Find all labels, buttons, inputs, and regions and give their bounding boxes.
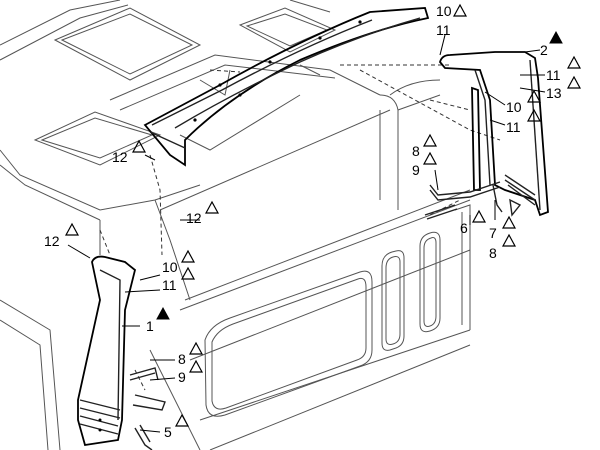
- open-triangle-icon: [131, 139, 147, 153]
- callout-7: 7: [489, 225, 497, 241]
- cab-body-outline: [0, 0, 471, 450]
- callout-10-left: 10: [162, 259, 178, 275]
- callout-9-mid: 9: [412, 162, 420, 178]
- callout-9-low: 9: [178, 369, 186, 385]
- open-triangle-icon: [471, 209, 487, 223]
- callout-12-b: 12: [186, 210, 202, 226]
- callout-11-left: 11: [162, 277, 177, 293]
- callout-8-right: 8: [489, 245, 497, 261]
- open-triangle-icon: [422, 133, 438, 147]
- open-triangle-icon: [422, 151, 438, 165]
- filled-triangle-icon: [156, 306, 170, 320]
- open-triangle-icon: [526, 108, 542, 122]
- open-triangle-icon: [180, 266, 196, 280]
- callout-11-right: 11: [546, 67, 561, 83]
- open-triangle-icon: [526, 89, 542, 103]
- assembly-guide-lines: [99, 64, 501, 391]
- open-triangle-icon: [566, 75, 582, 89]
- callout-labels: 10 11 2 11 13 10 11 12 8 9 12 6 7 8 12 1…: [44, 3, 582, 440]
- callout-11-top: 11: [436, 22, 451, 38]
- callout-10-right: 10: [506, 99, 522, 115]
- callout-11-right2: 11: [506, 119, 521, 135]
- bracket-parts: [129, 181, 522, 450]
- open-triangle-icon: [452, 3, 468, 17]
- open-triangle-icon: [180, 249, 196, 263]
- open-triangle-icon: [64, 222, 80, 236]
- callout-6: 6: [460, 220, 468, 236]
- callout-8-low: 8: [178, 351, 186, 367]
- callout-13: 13: [546, 85, 562, 101]
- callout-8-mid: 8: [412, 143, 420, 159]
- right-side-deflector-part: [439, 51, 549, 217]
- callout-12-c: 12: [44, 233, 60, 249]
- open-triangle-icon: [204, 200, 220, 214]
- leader-lines: [67, 34, 546, 433]
- left-side-deflector-part: [77, 255, 137, 447]
- roof-spoiler-part: [143, 7, 430, 167]
- callout-10-top: 10: [436, 3, 452, 19]
- callout-2: 2: [540, 42, 548, 58]
- filled-triangle-icon: [549, 30, 563, 44]
- open-triangle-icon: [188, 359, 204, 373]
- open-triangle-icon: [501, 233, 517, 247]
- callout-5: 5: [164, 424, 172, 440]
- callout-12-a: 12: [112, 149, 128, 165]
- callout-1: 1: [146, 318, 154, 334]
- open-triangle-icon: [566, 55, 582, 69]
- open-triangle-icon: [174, 413, 190, 427]
- open-triangle-icon: [188, 341, 204, 355]
- open-triangle-icon: [501, 215, 517, 229]
